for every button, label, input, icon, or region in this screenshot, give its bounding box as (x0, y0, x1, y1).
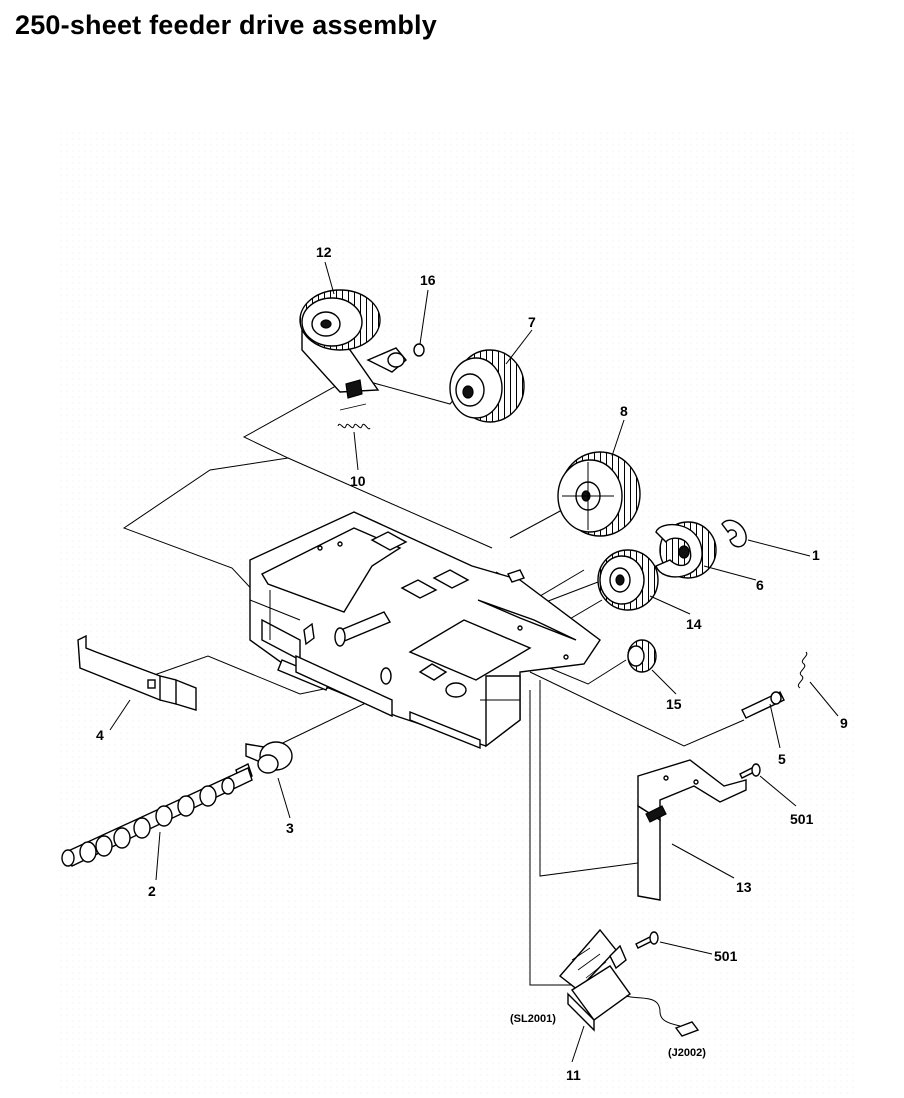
part-16-e-ring (413, 343, 425, 357)
part-10-spring (337, 423, 371, 430)
callout-4: 4 (96, 727, 104, 743)
callout-6: 6 (756, 577, 764, 593)
part-4-bracket (77, 634, 197, 711)
callout-8: 8 (620, 403, 628, 419)
callout-11: 11 (566, 1067, 581, 1083)
callout-15: 15 (666, 696, 682, 712)
part-6-gear (655, 521, 717, 579)
part-12-gear-bracket (299, 289, 407, 411)
callout-7: 7 (528, 314, 536, 330)
part-7-gear (449, 349, 525, 423)
part-1-clip (721, 519, 747, 548)
part-15-gear (627, 639, 657, 673)
callout-501-upper: 501 (790, 811, 814, 827)
part-501-screw-upper (739, 763, 761, 779)
callout-2: 2 (148, 883, 156, 899)
part-5-pin (741, 691, 785, 719)
callout-13: 13 (736, 879, 752, 895)
callout-501-lower: 501 (714, 948, 738, 964)
part-11-solenoid (558, 928, 700, 1037)
part-2-camshaft (61, 763, 253, 867)
callout-sl2001: (SL2001) (510, 1013, 556, 1025)
callout-1: 1 (812, 547, 820, 563)
callout-10: 10 (350, 473, 366, 489)
part-9-spring (797, 651, 808, 689)
part-14-gear (597, 549, 659, 611)
callout-9: 9 (840, 715, 848, 731)
callout-5: 5 (778, 751, 786, 767)
callout-16: 16 (420, 272, 436, 288)
part-8-gear (557, 451, 641, 537)
callout-j2002: (J2002) (668, 1047, 706, 1059)
callout-leaders (109, 261, 839, 1063)
callout-3: 3 (286, 820, 294, 836)
callout-12: 12 (316, 244, 332, 260)
callout-14: 14 (686, 616, 702, 632)
page-title: 250-sheet feeder drive assembly (15, 10, 437, 40)
part-13-bracket (637, 759, 747, 901)
part-501-screw-lower (635, 931, 659, 949)
callout-labels: 12 16 7 8 10 1 6 14 15 9 5 501 13 501 4 … (96, 244, 848, 1083)
feeder-frame (249, 511, 601, 750)
part-3-coupling (245, 741, 293, 774)
